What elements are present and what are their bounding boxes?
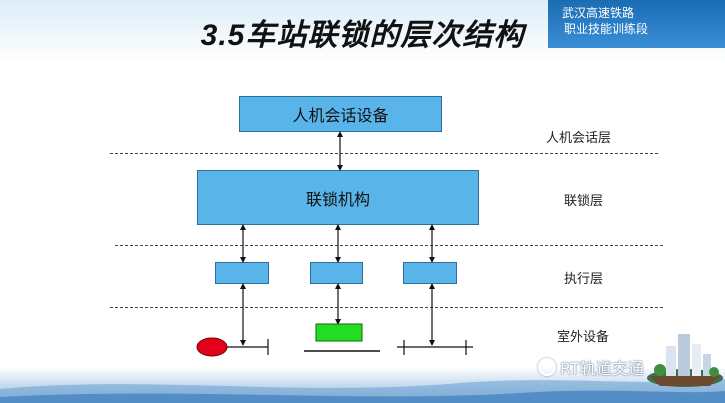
layer-label-interlock: 联锁层: [564, 194, 604, 209]
slide-title: 3.5车站联锁的层次结构: [200, 19, 525, 52]
brand-line-1: 武汉高速铁路: [562, 6, 635, 20]
brand-line-2: 职业技能训练段: [564, 22, 649, 36]
signal-lamp-icon: [196, 337, 228, 357]
city-island-icon: [647, 334, 723, 387]
footer-wave: [0, 379, 725, 403]
layer-label-hmi: 人机会话层: [546, 131, 612, 146]
brand-block: 武汉高速铁路 职业技能训练段: [548, 0, 725, 48]
watermark-text: RT轨道交通: [560, 359, 644, 378]
layer-label-execution: 执行层: [564, 272, 604, 287]
hmi-device-box: 人机会话设备: [239, 96, 442, 132]
watermark: RT轨道交通: [538, 355, 644, 379]
separator-interlock-execution: [115, 245, 663, 246]
point-machine-icon: [315, 323, 363, 342]
layer-label-outdoor: 室外设备: [557, 330, 610, 345]
wechat-icon: [538, 358, 556, 376]
separator-hmi-interlock: [110, 153, 658, 154]
separator-execution-outdoor: [110, 307, 663, 308]
